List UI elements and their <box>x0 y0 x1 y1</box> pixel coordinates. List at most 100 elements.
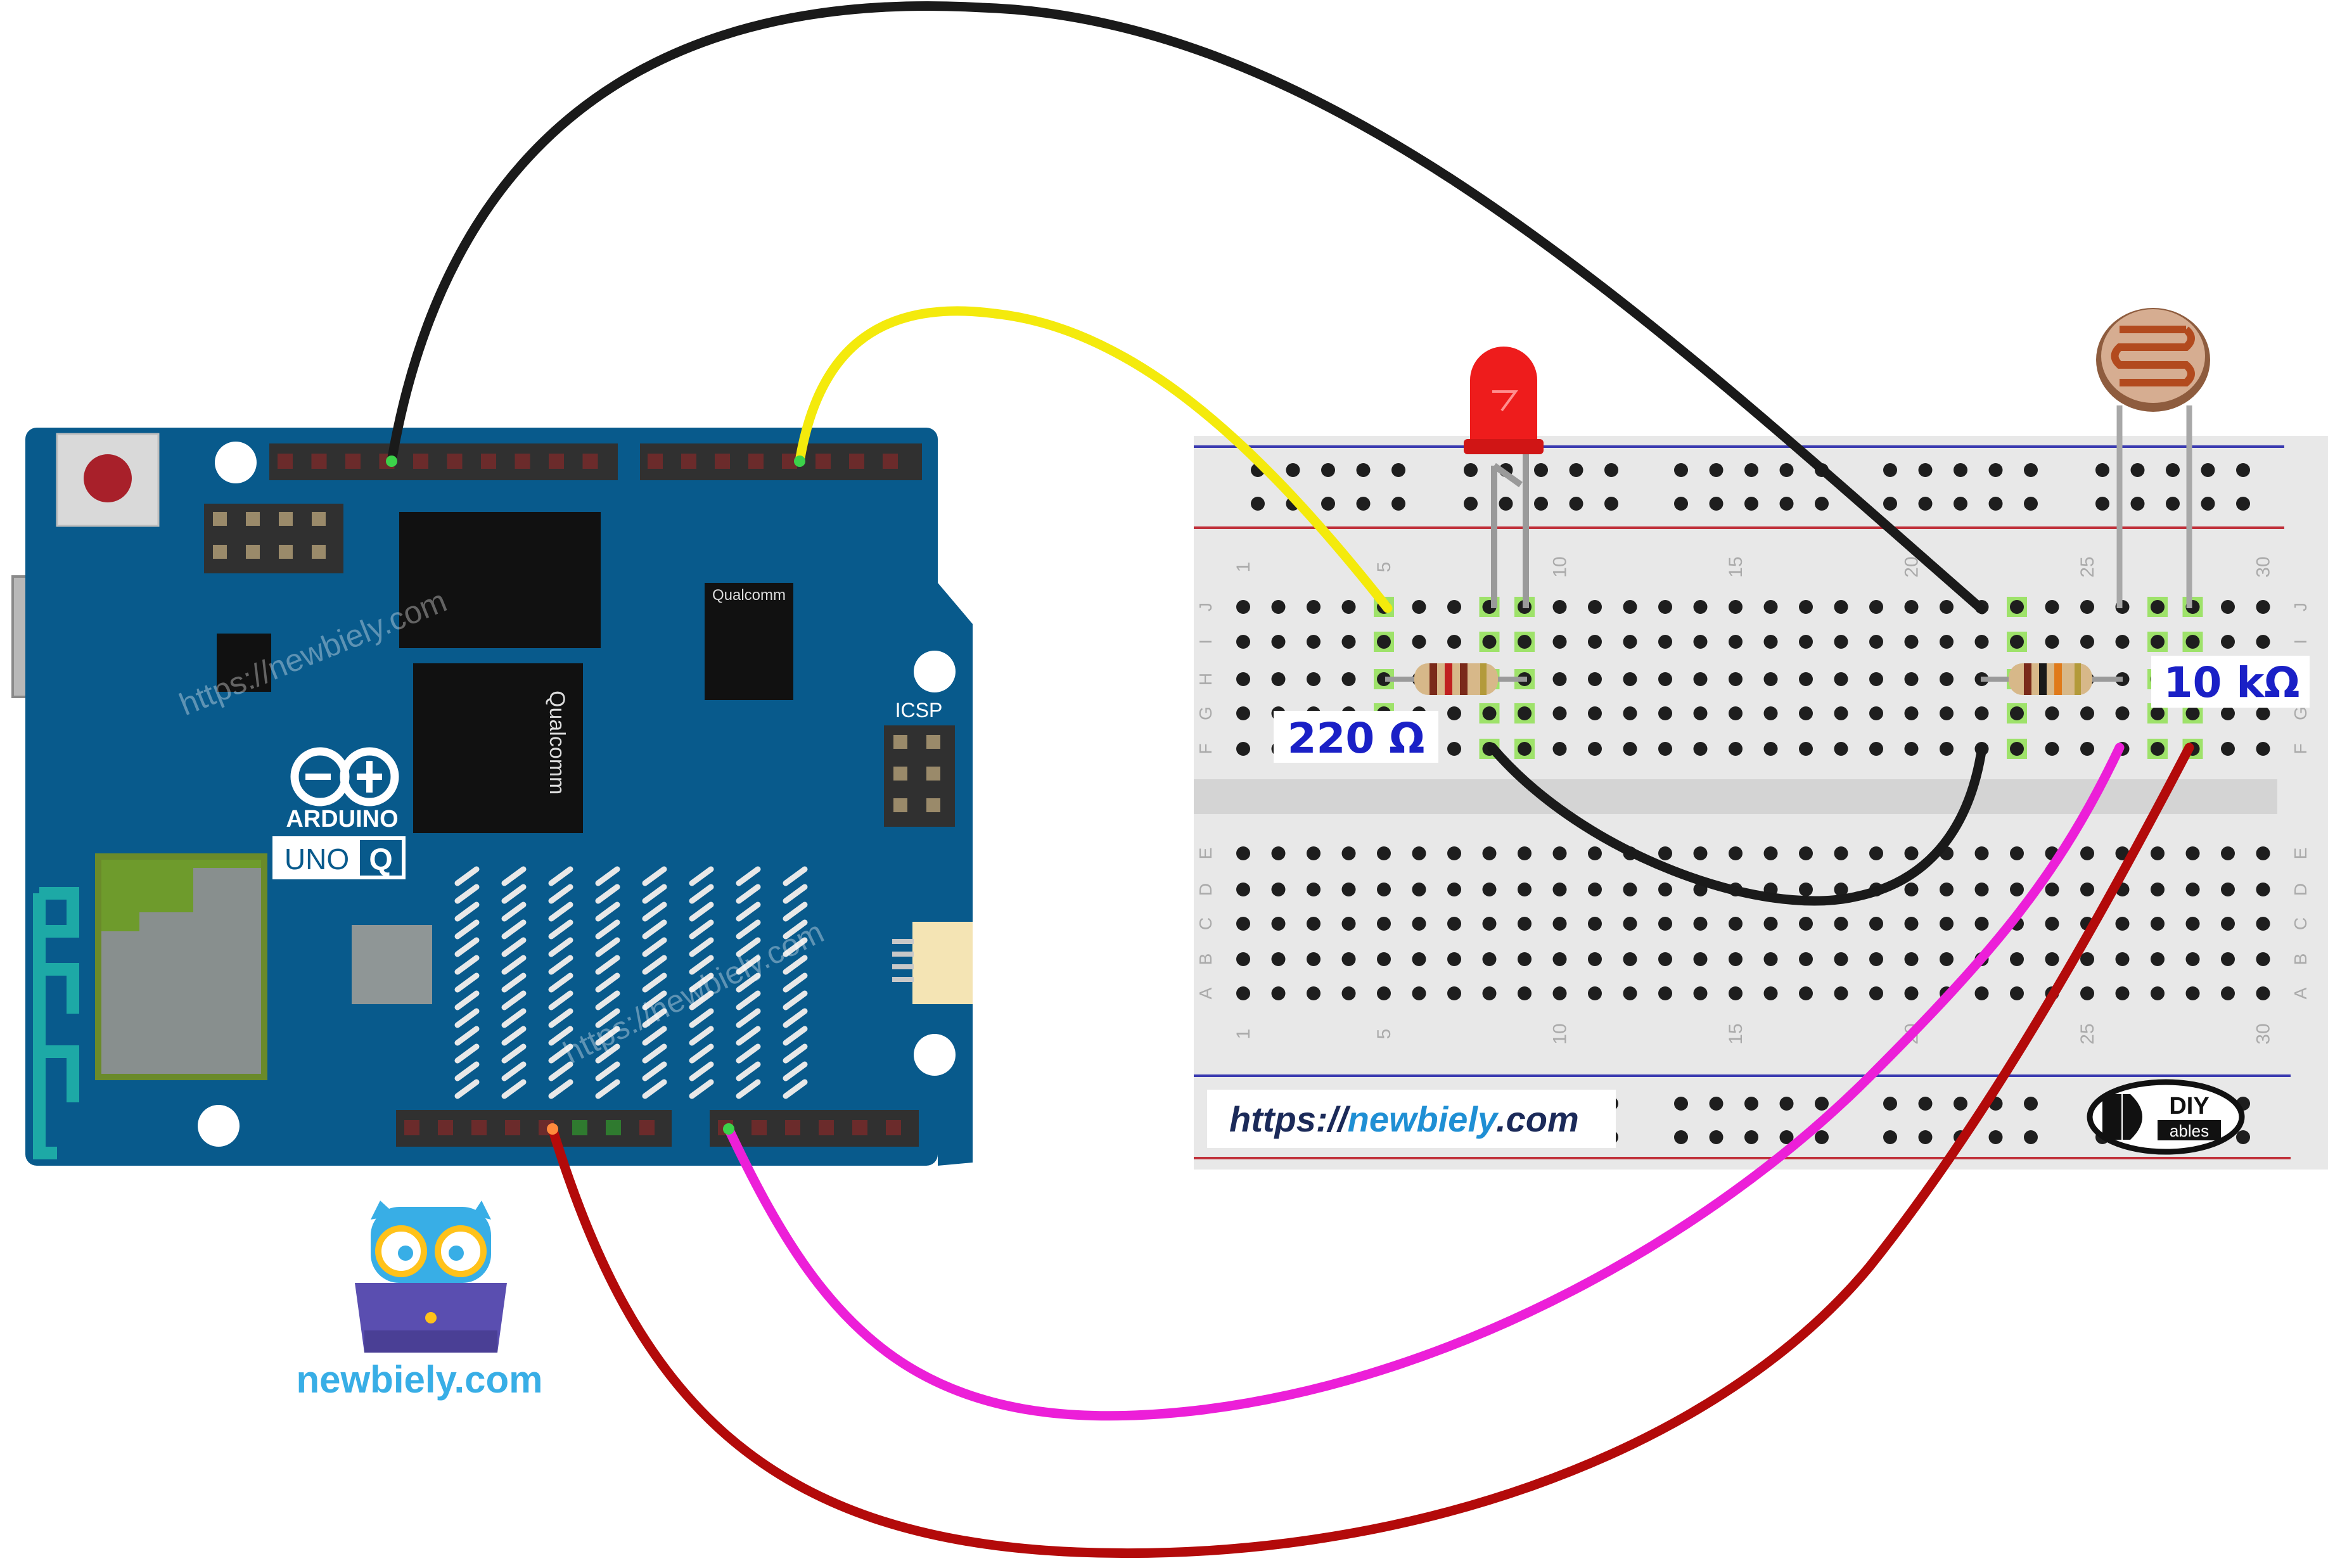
matrix-led <box>689 972 714 993</box>
breadboard-hole <box>1834 600 1848 614</box>
breadboard-hole <box>2151 883 2165 896</box>
breadboard-hole <box>1482 846 1497 860</box>
matrix-led <box>689 990 714 1010</box>
header-pin <box>549 454 564 469</box>
breadboard-hole <box>1799 846 1813 860</box>
breadboard-hole <box>2010 846 2024 860</box>
header-pin <box>926 735 940 749</box>
matrix-led <box>548 972 573 993</box>
breadboard-hole <box>1799 635 1813 649</box>
breadboard-hole <box>2221 742 2235 756</box>
matrix-led <box>595 937 620 957</box>
header-pin <box>893 767 907 781</box>
header-pin <box>893 798 907 812</box>
breadboard-hole <box>1447 883 1461 896</box>
rail-hole <box>1674 1097 1688 1111</box>
rail-hole <box>1251 497 1265 511</box>
breadboard-hole <box>2080 600 2094 614</box>
matrix-led <box>454 1008 480 1028</box>
breadboard-hole <box>2185 883 2200 896</box>
header-pin <box>246 545 260 559</box>
rail-hole <box>1954 497 1967 511</box>
matrix-led <box>501 902 527 922</box>
column-number: 10 <box>1550 556 1571 577</box>
breadboard-hole <box>1623 986 1637 1000</box>
breadboard-hole <box>2045 952 2059 966</box>
header-pin <box>279 512 293 526</box>
matrix-led <box>642 902 667 922</box>
rail-hole <box>2095 463 2109 477</box>
breadboard-hole <box>2256 883 2270 896</box>
matrix-led <box>736 866 761 886</box>
matrix-led <box>642 1008 667 1028</box>
header-pin <box>312 512 326 526</box>
breadboard-hole <box>2080 883 2094 896</box>
url-domain: newbiely <box>1348 1099 1499 1139</box>
breadboard-hole <box>1623 635 1637 649</box>
matrix-led <box>783 1026 808 1046</box>
matrix-led <box>689 884 714 904</box>
newbiely-logo-text: newbiely.com <box>296 1358 542 1401</box>
rail-hole <box>1744 463 1758 477</box>
matrix-led <box>501 1008 527 1028</box>
rail-hole <box>2201 497 2215 511</box>
breadboard-hole <box>2080 846 2094 860</box>
matrix-led <box>642 919 667 940</box>
breadboard-hole <box>1412 846 1426 860</box>
header-pin <box>278 454 293 469</box>
header-pin <box>471 1120 487 1135</box>
rail-hole <box>1534 497 1548 511</box>
rail-hole <box>1779 463 1794 477</box>
breadboard-hole <box>1412 917 1426 931</box>
qualcomm-processor <box>413 663 583 833</box>
breadboard-hole <box>1271 672 1286 686</box>
breadboard-hole <box>2010 635 2024 649</box>
breadboard-hole <box>1412 986 1426 1000</box>
rail-hole <box>1674 1130 1688 1144</box>
qualcomm-chip-small <box>705 583 793 700</box>
breadboard-hole <box>1904 986 1919 1000</box>
breadboard-hole <box>1904 917 1919 931</box>
matrix-led <box>454 1026 480 1046</box>
breadboard-hole <box>1623 742 1637 756</box>
matrix-led <box>736 955 761 975</box>
breadboard-hole <box>1729 742 1743 756</box>
led-matrix <box>454 866 808 1099</box>
breadboard-hole <box>1974 986 1989 1000</box>
breadboard-hole <box>2221 917 2235 931</box>
wire-black-bridge <box>1487 743 1987 906</box>
matrix-led <box>595 1043 620 1064</box>
breadboard-hole <box>1658 742 1672 756</box>
rail-hole <box>1988 1130 2003 1144</box>
url-suffix: .com <box>1496 1099 1579 1139</box>
column-number: 30 <box>2253 1023 2274 1044</box>
header-pin <box>926 798 940 812</box>
header-pin <box>413 454 428 469</box>
matrix-led <box>783 919 808 940</box>
rail-hole <box>1883 1097 1897 1111</box>
matrix-led <box>642 972 667 993</box>
breadboard-hole <box>1834 635 1848 649</box>
header-pin <box>213 512 227 526</box>
breadboard-hole <box>1729 952 1743 966</box>
breadboard-hole <box>1658 706 1672 720</box>
column-number: 1 <box>1233 562 1254 573</box>
memory-chip <box>399 512 601 648</box>
matrix-led <box>454 866 480 886</box>
matrix-led <box>501 955 527 975</box>
breadboard-hole <box>1940 672 1954 686</box>
matrix-led <box>642 866 667 886</box>
breadboard-hole <box>2045 742 2059 756</box>
header-pin <box>246 512 260 526</box>
header-pin <box>715 454 730 469</box>
breadboard-hole <box>2080 952 2094 966</box>
matrix-led <box>548 866 573 886</box>
matrix-led <box>642 1043 667 1064</box>
matrix-led <box>548 990 573 1010</box>
matrix-led <box>595 972 620 993</box>
matrix-led <box>689 1043 714 1064</box>
row-letter: C <box>2291 917 2310 930</box>
matrix-led <box>454 1079 480 1099</box>
matrix-led <box>595 990 620 1010</box>
wire-black-gnd <box>387 1 1987 615</box>
